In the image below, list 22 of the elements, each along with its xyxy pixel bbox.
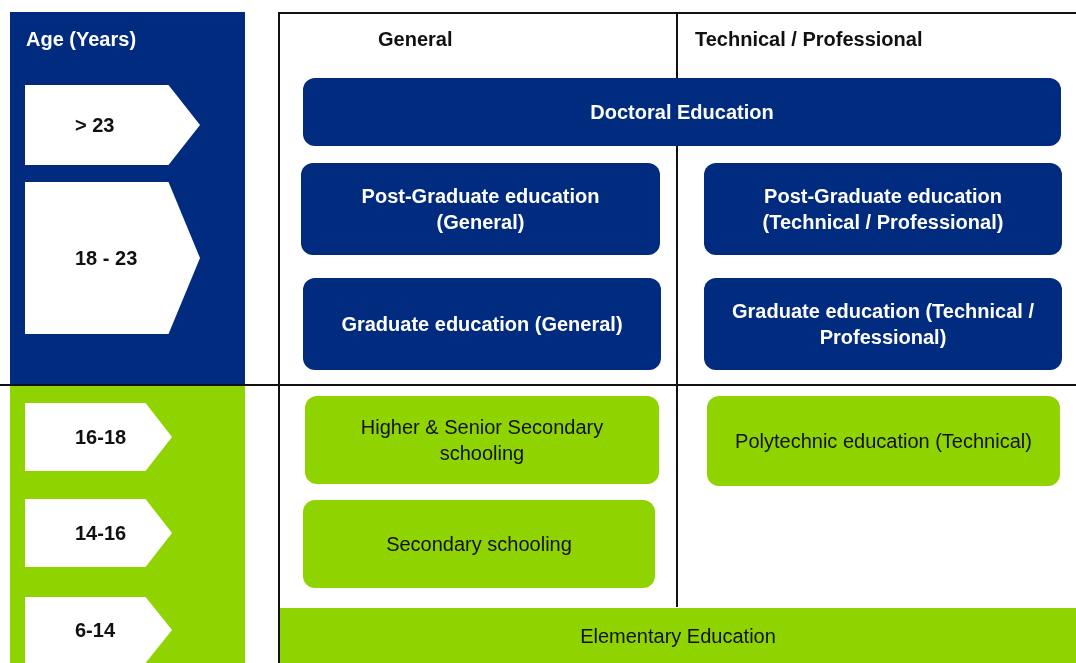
education-box: Elementary Education bbox=[280, 608, 1076, 663]
age-label: 6-14 bbox=[75, 618, 116, 642]
education-box: Graduate education (General) bbox=[303, 278, 661, 370]
education-box: Post-Graduate education (General) bbox=[301, 163, 660, 255]
education-box: Doctoral Education bbox=[303, 78, 1061, 146]
age-tag bbox=[25, 499, 172, 567]
age-label: 18 - 23 bbox=[75, 246, 138, 270]
column-heading: General bbox=[378, 28, 453, 51]
education-box: Polytechnic education (Technical) bbox=[707, 396, 1060, 486]
age-label: > 23 bbox=[75, 113, 115, 137]
panel-heading: Age (Years) bbox=[26, 28, 137, 51]
education-box: Post-Graduate education (Technical / Professional) bbox=[704, 163, 1062, 255]
age-label: 14-16 bbox=[75, 521, 127, 545]
education-box: Higher & Senior Secondary schooling bbox=[305, 396, 659, 484]
education-box: Secondary schooling bbox=[303, 500, 655, 588]
column-heading: Technical / Professional bbox=[695, 28, 923, 51]
education-box: Graduate education (Technical / Professional) bbox=[704, 278, 1062, 370]
age-tag bbox=[25, 597, 172, 663]
age-tag bbox=[25, 403, 172, 471]
age-tag bbox=[25, 85, 200, 165]
age-label: 16-18 bbox=[75, 425, 127, 449]
age-tag bbox=[25, 182, 200, 334]
